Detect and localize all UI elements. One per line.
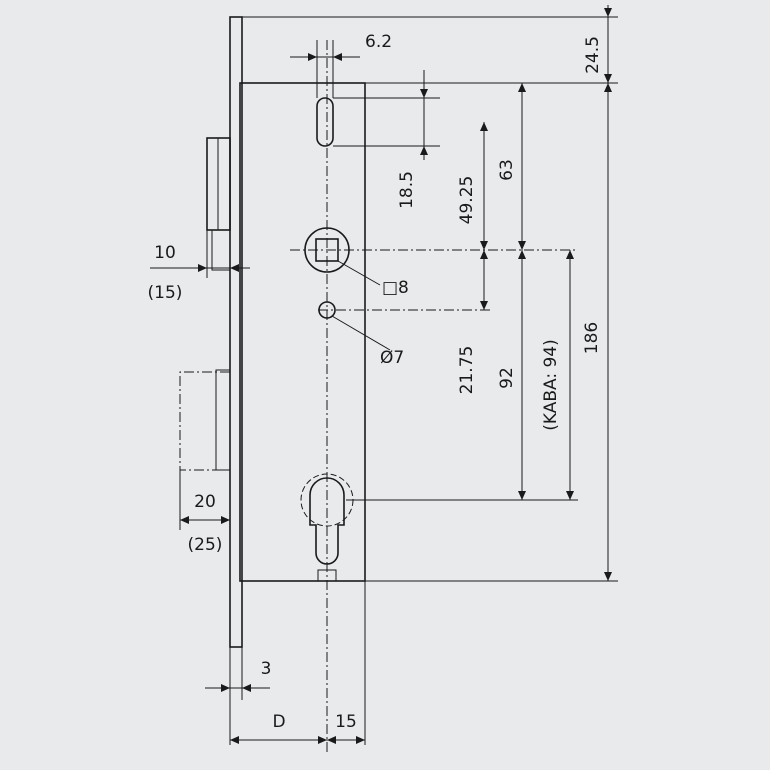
cylinder-cutout: [309, 477, 345, 565]
arrow: [420, 89, 428, 98]
label-overall-height: 186: [582, 322, 602, 354]
arrow: [198, 264, 207, 272]
label-spindle-to-cylinder: 92: [497, 367, 517, 389]
arrow: [221, 516, 230, 524]
leader-hole: [331, 315, 391, 351]
label-hole-diameter: Ø7: [380, 348, 404, 368]
label-top-offset: 24.5: [583, 36, 603, 74]
horizontal-dimension-lines: [150, 53, 365, 744]
label-slot-height: 18.5: [397, 171, 417, 209]
label-bolt-projection: 20: [194, 492, 216, 512]
label-slot-width: 6.2: [365, 32, 392, 52]
arrow: [604, 8, 612, 17]
vertical-dimension-lines: [420, 5, 612, 581]
label-backset: D: [272, 712, 285, 732]
arrow: [604, 74, 612, 83]
label-latch-projection-alt: (15): [148, 283, 183, 303]
dimension-labels: 6.2 24.5 18.5 49.25 63 □8 Ø7 21.75 92 (K…: [148, 32, 603, 732]
label-faceplate-thickness: 3: [261, 659, 272, 679]
label-bolt-projection-alt: (25): [188, 535, 223, 555]
arrow: [420, 146, 428, 155]
arrow: [333, 53, 342, 61]
arrow: [356, 736, 365, 744]
arrow: [480, 122, 488, 131]
follower-hub: [304, 227, 350, 273]
arrow: [480, 250, 488, 259]
leader-spindle-square: [337, 260, 381, 286]
extension-lines: [179, 16, 618, 745]
dead-bolt-extended-outline: [179, 371, 230, 471]
latch-bolt-extension: [211, 229, 231, 271]
fixing-slot: [316, 97, 334, 147]
arrow: [480, 241, 488, 250]
lock-case: [239, 82, 366, 582]
fixing-hole: [318, 301, 336, 319]
spindle-square-hole: [315, 238, 339, 262]
lock-features: [300, 97, 354, 581]
arrow: [327, 736, 336, 744]
arrow: [480, 301, 488, 310]
arrow: [566, 491, 574, 500]
arrow: [221, 684, 230, 692]
bottom-notch: [317, 569, 337, 581]
dead-bolt: [215, 369, 231, 471]
arrow: [518, 491, 526, 500]
arrow: [318, 736, 327, 744]
arrow: [518, 250, 526, 259]
arrow: [566, 250, 574, 259]
label-top-to-spindle-a: 49.25: [457, 176, 477, 225]
arrow: [230, 264, 239, 272]
lock-body: [179, 16, 366, 648]
arrow: [180, 516, 189, 524]
arrow: [230, 736, 239, 744]
label-kaba-distance: (KABA: 94): [541, 339, 561, 431]
leader-lines: [331, 260, 391, 351]
label-case-to-axis: 15: [335, 712, 357, 732]
label-top-to-spindle-b: 63: [497, 159, 517, 181]
arrow: [518, 241, 526, 250]
centre-lines: [290, 40, 575, 755]
arrow: [518, 83, 526, 92]
arrow: [308, 53, 317, 61]
label-latch-projection: 10: [154, 243, 176, 263]
faceplate: [229, 16, 243, 648]
arrow: [242, 684, 251, 692]
arrow: [604, 572, 612, 581]
label-spindle-square: □8: [382, 278, 409, 298]
label-spindle-to-hole: 21.75: [457, 346, 477, 395]
